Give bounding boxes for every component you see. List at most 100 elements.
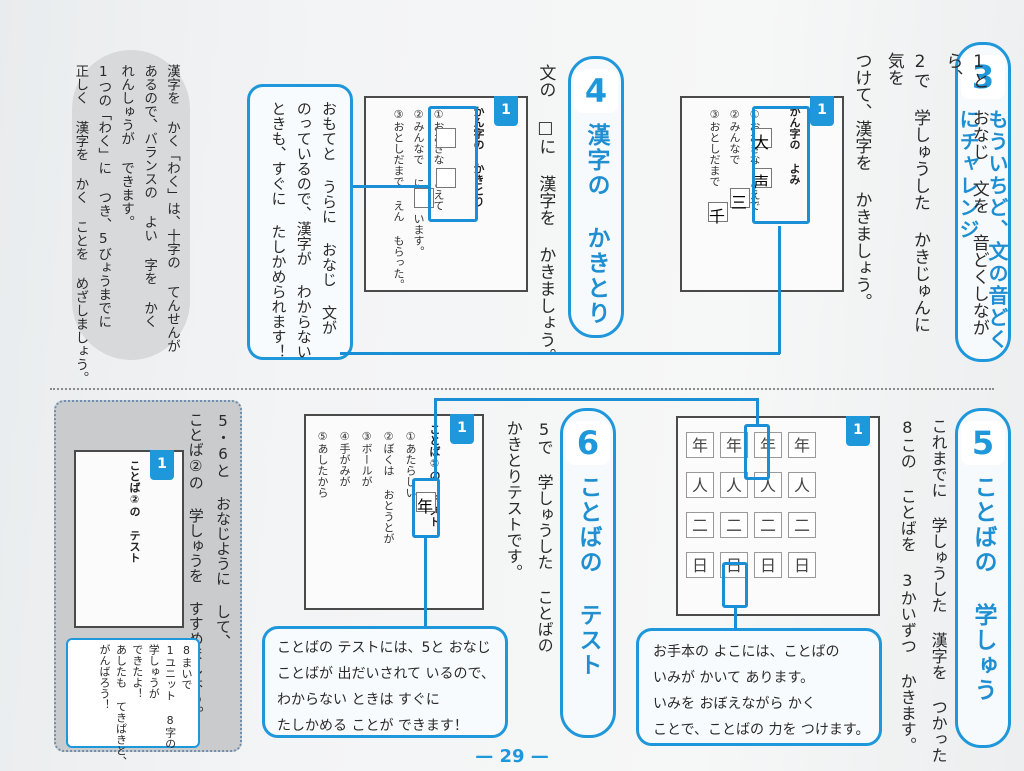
thumbnail-line: ③ボールが (360, 430, 373, 487)
section-5-number: 5 (961, 421, 1005, 465)
kanji-box: 三 (730, 188, 750, 212)
section-5-body: これまでに 学しゅうした 漢字を つかった 8この ことばを 3かいずつ かきま… (894, 418, 950, 763)
connector-line (424, 538, 427, 628)
tip-line-5: 正しく 漢字を かく ことを めざしましょう。 (72, 64, 89, 385)
unit-tab: 1 (810, 96, 834, 126)
grid-cell: 二 (788, 512, 816, 538)
grid-cell: 人 (720, 472, 748, 498)
note-line-6: がんばろう！ (98, 644, 112, 710)
unit-tab: 1 (846, 416, 870, 446)
grid-cell: 年 (788, 432, 816, 458)
grid-cell: 二 (686, 512, 714, 538)
connector-line (434, 398, 437, 478)
section-5-line-2: 8この ことばを 3かいずつ かきます。 (897, 418, 917, 753)
continue-panel: 5・6と おなじように して、 ことば②の 学しゅうを すすめましょう。 1 こ… (54, 400, 242, 767)
section-3-line-2: 2で 学しゅうした かきじゅんに 気を (883, 52, 931, 333)
completion-note: 8まいで 1ユニット 8字の 学しゅうが できたよ！ あしたも てきぱきと、 が… (66, 638, 200, 767)
section-3-number: 3 (961, 55, 1005, 99)
worksheet-thumbnail-word-test-2: 1 ことば②の テスト (74, 450, 184, 628)
tip-line-2: あるので、バランスの よい 字を かく (141, 64, 158, 328)
section-4-title: 漢字の かきとり (583, 123, 609, 326)
callout-5-line-3: いみを おぼえながら かく (653, 696, 816, 712)
tip-line-4: 1つの「わく」に つき、5びょうまでに (95, 64, 112, 328)
grid-cell: 人 (788, 472, 816, 498)
note-line-3: 学しゅうが (147, 644, 161, 699)
grid-cell: 年 (720, 432, 748, 458)
section-6-line-2: かきとりテストです。 (503, 420, 523, 580)
page-number: — 29 — (475, 746, 549, 767)
thumbnail-line: ③おとしだまで えん もらった。 (392, 108, 405, 290)
thumbnail-line: ②ぼくは おとうとが (382, 430, 395, 544)
section-6-title: ことばの テスト (575, 475, 601, 678)
callout-word-meaning: お手本の よこには、ことばの いみが かいて あります。 いみを おぼえながら … (636, 628, 882, 746)
section-3-body: 1と おなじ 文を 音どくしながら、 2で 学しゅうした かきじゅんに 気を つ… (848, 52, 992, 352)
unit-tab: 1 (494, 96, 518, 126)
section-4-number: 4 (574, 69, 618, 113)
unit-tab: 1 (150, 450, 174, 480)
highlight-box-writing (428, 106, 478, 222)
thumbnail-title: かん字の よみ (788, 106, 801, 185)
callout-front-back: おもてと うらに おなじ 文が のっているので、漢字が わからない ときも、すぐ… (247, 84, 353, 360)
callout-line-1: おもてと うらに おなじ 文が (320, 101, 338, 335)
callout-6-line-2: ことばが 出だいされて いるので、 (277, 666, 495, 682)
section-divider (50, 388, 994, 390)
word-practice-grid: 年 年 年 年 人 人 人 人 二 二 二 二 日 日 日 日 (686, 432, 816, 578)
kanji-box: 千 (708, 202, 728, 226)
thumbnail-line: ③おとしだまで (708, 108, 721, 187)
section-3-header: 3 もういちど、文の音どくにチャレンジ (955, 42, 1011, 362)
grid-cell: 日 (686, 552, 714, 578)
grid-cell: 日 (754, 552, 782, 578)
tip-line-3: れんしゅうが できます。 (118, 64, 135, 229)
connector-line (340, 352, 780, 355)
tip-line-1: 漢字を かく「わく」は、十字の てんせんが (164, 64, 180, 353)
callout-5-line-4: ことで、ことばの 力を つけます。 (653, 722, 870, 738)
kanji-box (436, 128, 456, 148)
grid-cell: 日 (720, 552, 748, 578)
note-line-2: 1ユニット 8字の (163, 644, 177, 749)
note-line-5: あしたも てきぱきと、 (114, 644, 128, 767)
grid-cell: 二 (754, 512, 782, 538)
connector-line (734, 608, 737, 630)
section-3-title: もういちど、文の音どくにチャレンジ (956, 109, 1009, 351)
thumbnail-line: ②みんなで にん います。 (412, 108, 425, 257)
thumbnail-line: ④手がみが (338, 430, 351, 487)
section-5-line-1: これまでに 学しゅうした 漢字を つかった (928, 418, 948, 763)
thumbnail-line: ⑤あしたから (316, 430, 329, 498)
note-line-4: できたよ！ (130, 644, 144, 699)
grid-cell: 年 (686, 432, 714, 458)
callout-line-3: ときも、すぐに たしかめられます！ (269, 101, 288, 359)
callout-word-test: ことばの テストには、5と おなじ ことばが 出だいされて いるので、 わからな… (262, 626, 508, 738)
callout-6-line-1: ことばの テストには、5と おなじ (277, 640, 491, 656)
thumbnail-line: ②みんなで (728, 108, 741, 165)
connector-line (778, 226, 781, 354)
callout-5-line-1: お手本の よこには、ことばの (653, 644, 840, 660)
page-number-value: 29 (499, 746, 525, 767)
section-5-header: 5 ことばの 学しゅう (955, 408, 1011, 748)
connector-arrow (353, 185, 429, 188)
section-6-line-1: 5で 学しゅうした ことばの (534, 420, 554, 653)
connector-line (756, 398, 759, 424)
worksheet-thumbnail-words: 1 年 年 年 年 人 人 人 人 二 二 二 二 日 日 日 日 (676, 416, 880, 616)
section-6-body: 5で 学しゅうした ことばの かきとりテストです。 (500, 420, 556, 653)
section-5-title: ことばの 学しゅう (970, 475, 996, 703)
highlight-box-reading (752, 106, 810, 224)
thumbnail-title: ことば②の テスト (128, 460, 141, 563)
tip-speech-bubble: 漢字を かく「わく」は、十字の てんせんが あるので、バランスの よい 字を か… (72, 50, 190, 385)
highlight-box-word-sample (744, 424, 770, 480)
kanji-box: 年 (416, 492, 436, 516)
section-3-line-1: 1と おなじ 文を 音どくしながら、 (942, 52, 989, 336)
kanji-box: 声 (752, 168, 772, 192)
section-3-line-3: つけて、漢字を かきましょう。 (851, 52, 872, 310)
section-6-header: 6 ことばの テスト (560, 408, 616, 738)
connector-line (434, 398, 758, 401)
kanji-box: 大 (752, 128, 772, 152)
callout-6-line-4: たしかめる ことが できます！ (277, 718, 468, 734)
section-4-body: 文の □に 漢字を かきましょう。 (535, 64, 556, 365)
callout-5-line-2: いみが かいて あります。 (653, 670, 815, 686)
grid-cell: 人 (686, 472, 714, 498)
panel-line-1: 5・6と おなじように して、 (214, 412, 232, 649)
callout-line-2: のっているので、漢字が わからない (294, 101, 313, 359)
highlight-box-word-meaning (722, 562, 748, 608)
callout-6-line-3: わからない ときは すぐに (277, 692, 440, 708)
